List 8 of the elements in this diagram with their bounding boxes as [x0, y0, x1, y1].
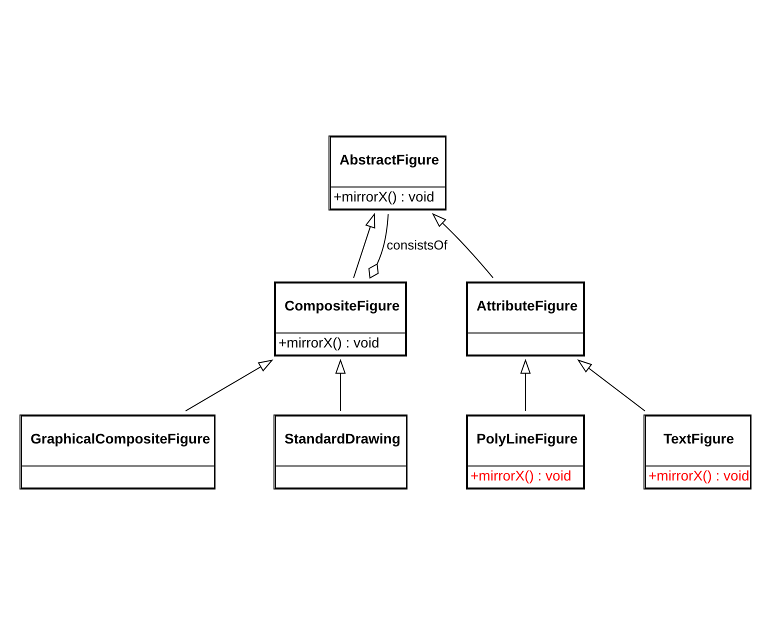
arrow	[185, 358, 274, 411]
arrow	[335, 358, 346, 411]
arrow	[353, 212, 376, 278]
connector	[368, 213, 389, 278]
arrow	[432, 212, 494, 278]
arrow	[577, 358, 646, 411]
edge-label: consistsOf	[386, 236, 448, 252]
arrow	[520, 358, 531, 411]
